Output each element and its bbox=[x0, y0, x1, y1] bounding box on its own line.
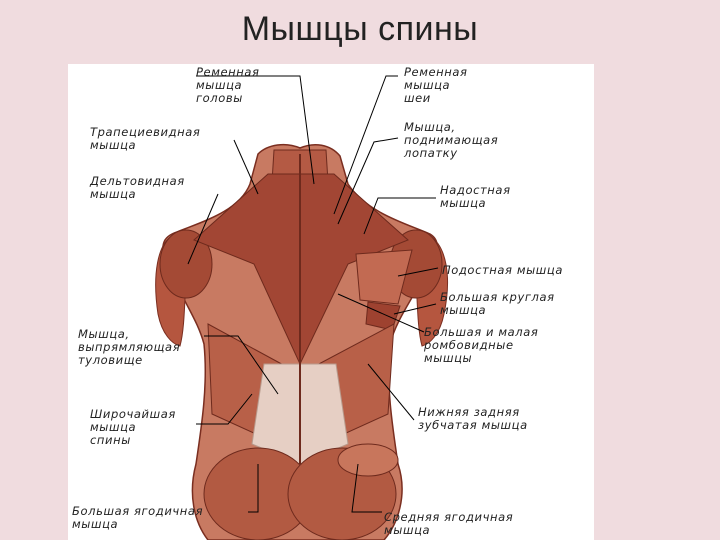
back-muscles-illustration bbox=[155, 75, 449, 540]
label-splenius-capitis: Ременная мышца головы bbox=[196, 65, 260, 105]
leader-trapezius bbox=[233, 139, 259, 195]
anatomy-figure-panel bbox=[68, 64, 594, 540]
leader-infraspinatus bbox=[397, 267, 439, 277]
leader-lines bbox=[187, 75, 439, 513]
leader-serratus bbox=[367, 363, 415, 421]
leader-gluteus-medius bbox=[351, 463, 382, 513]
leader-supraspinatus bbox=[363, 197, 436, 235]
label-gluteus-maximus: Большая ягодичная мышца bbox=[72, 504, 204, 531]
gluteus-medius-right bbox=[337, 443, 399, 477]
label-erector-spinae: Мышца, выпрямляющая туловище bbox=[78, 327, 181, 367]
label-deltoid: Дельтовидная мышца bbox=[90, 174, 185, 201]
leader-teres-major bbox=[393, 303, 437, 315]
leader-deltoid bbox=[187, 193, 219, 265]
slide-title: Мышцы спины bbox=[241, 10, 479, 48]
leader-rhomboids bbox=[337, 293, 425, 333]
label-gluteus-medius: Средняя ягодичная мышца bbox=[384, 510, 514, 537]
label-teres-major: Большая круглая мышца bbox=[440, 290, 555, 317]
label-latissimus-dorsi: Широчайшая мышца спины bbox=[90, 407, 176, 447]
label-rhomboids: Большая и малая ромбовидные мышцы bbox=[424, 325, 539, 365]
leader-splenius-capitis bbox=[196, 75, 315, 185]
label-serratus-posterior-inferior: Нижняя задняя зубчатая мышца bbox=[418, 405, 528, 432]
label-levator-scapulae: Мышца, поднимающая лопатку bbox=[404, 120, 499, 160]
label-supraspinatus: Надостная мышца bbox=[440, 183, 511, 210]
label-splenius-cervicis: Ременная мышца шеи bbox=[404, 65, 468, 105]
infraspinatus-muscle bbox=[355, 249, 413, 305]
leader-gluteus-maximus bbox=[248, 464, 259, 513]
label-trapezius: Трапециевидная мышца bbox=[90, 125, 201, 152]
leader-levator bbox=[337, 137, 399, 225]
torso-figure bbox=[155, 143, 449, 540]
leader-splenius-cervicis bbox=[333, 75, 398, 215]
label-infraspinatus: Подостная мышца bbox=[442, 263, 563, 277]
leader-latissimus bbox=[196, 393, 253, 425]
left-deltoid bbox=[159, 229, 213, 299]
leader-erector bbox=[204, 335, 279, 395]
